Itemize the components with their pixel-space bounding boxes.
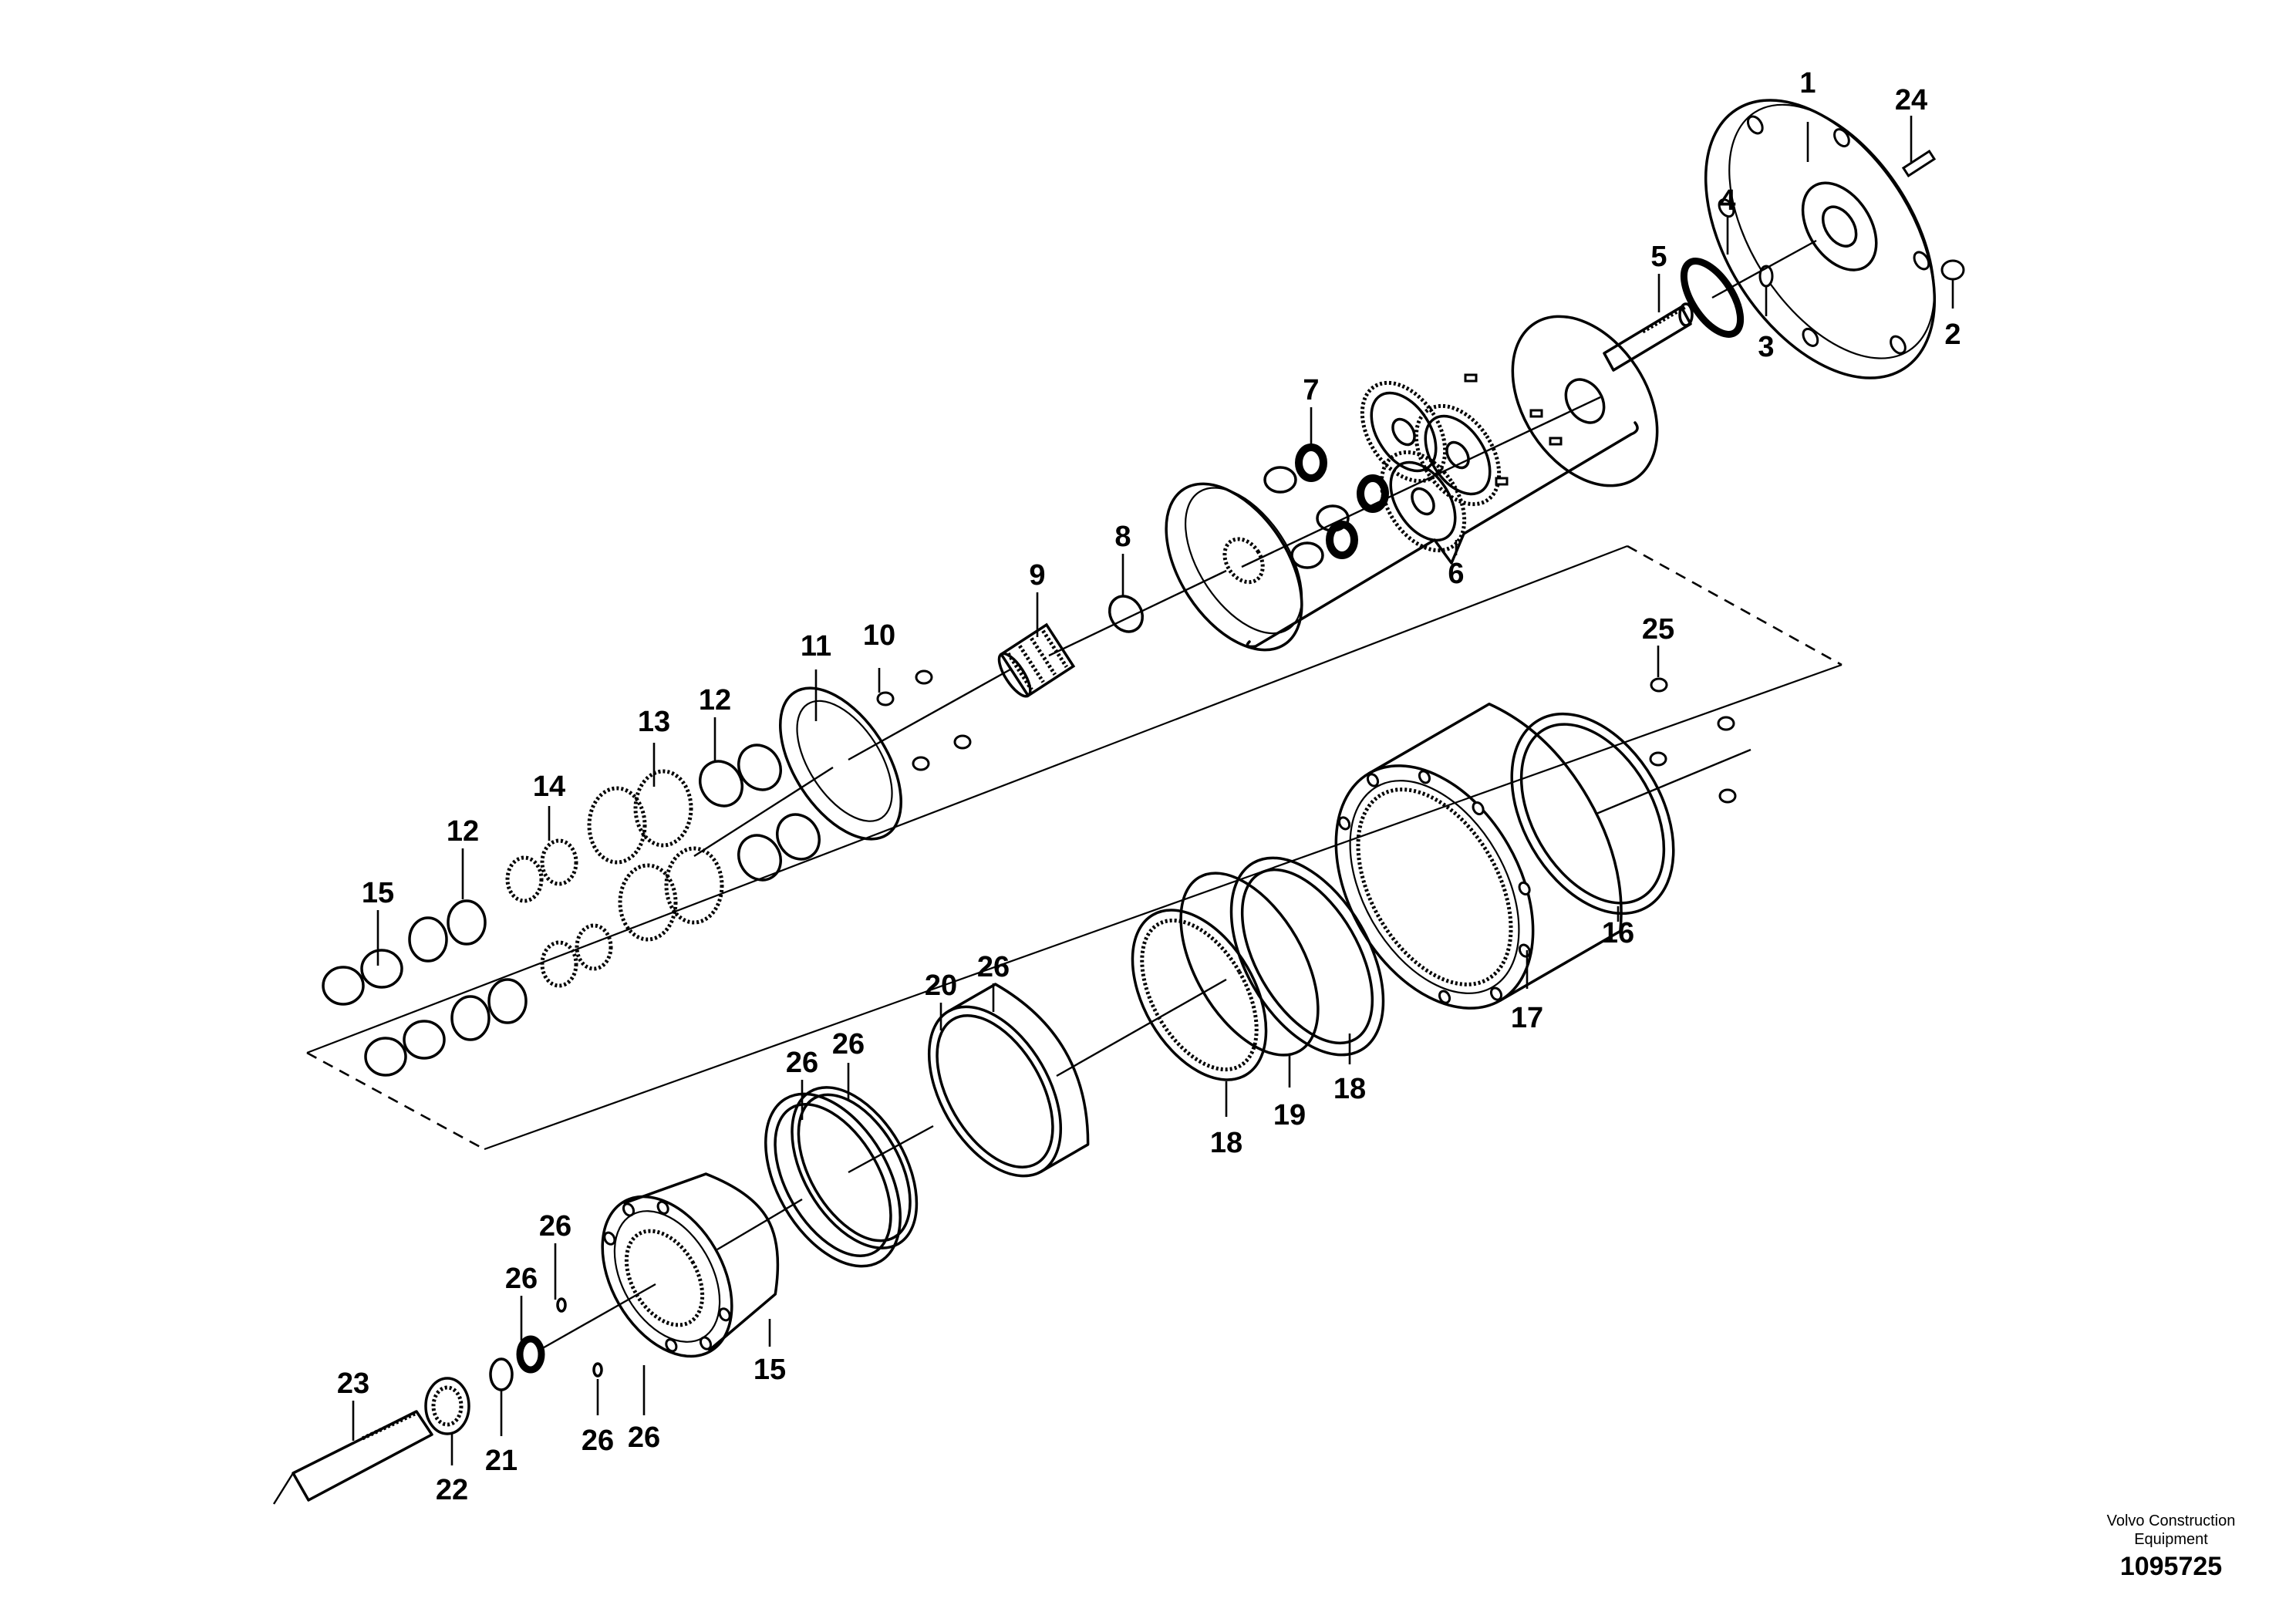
callout-12-lower: 12: [447, 815, 479, 848]
callout-11: 11: [801, 630, 831, 663]
callout-26-c: 26: [832, 1028, 865, 1061]
part-12-washers-lower: [408, 899, 528, 1041]
part-6-group-bracket: [1246, 421, 1639, 649]
callout-7: 7: [1303, 374, 1319, 406]
volvo-stamp: Volvo Construction Equipment 1095725: [2107, 1512, 2236, 1581]
callout-15-hub: 15: [754, 1354, 786, 1386]
part-14-needle-bearings: [505, 838, 613, 988]
part-6-planet-gears: [1360, 380, 1502, 553]
part-21-circlip: [489, 1357, 514, 1391]
callout-19: 19: [1273, 1099, 1306, 1131]
callout-12-upper: 12: [699, 684, 731, 717]
part-2-plug: [1940, 259, 1965, 281]
part-5-sun-shaft: [1603, 302, 1694, 372]
part-9-sun-gear: [997, 622, 1076, 698]
callout-labels: 1 24 4 5 3 2 7 8 9 6 10 11 13 12 14 12 1…: [337, 67, 1961, 1506]
callout-1: 1: [1799, 67, 1816, 99]
part-26-bushing: [516, 1335, 545, 1374]
callout-10: 10: [863, 619, 895, 652]
callout-21: 21: [485, 1445, 518, 1477]
part-24-bolt: [1901, 150, 1937, 177]
part-8-circlip: [1108, 595, 1145, 633]
callout-25: 25: [1642, 613, 1674, 646]
part-10-bolts: [876, 669, 972, 771]
callout-5: 5: [1650, 241, 1667, 273]
callout-26-b: 26: [786, 1047, 818, 1079]
part-11-thrust-plate: [779, 686, 902, 841]
callout-2: 2: [1944, 319, 1961, 351]
part-13-planet-gears: [587, 769, 724, 942]
callout-24: 24: [1895, 84, 1927, 116]
callout-26-d: 26: [539, 1210, 571, 1243]
callout-17: 17: [1511, 1002, 1543, 1034]
part-12-thrust-washers: [699, 744, 821, 882]
stamp-brand-line1: Volvo Construction: [2107, 1512, 2236, 1529]
part-23-output-shaft: [292, 1410, 433, 1502]
part-17-ring-gear-housing: [1334, 703, 1623, 1010]
stamp-drawing-number: 1095725: [2120, 1552, 2222, 1581]
callout-4: 4: [1719, 184, 1735, 217]
part-1-cover: [1704, 99, 1937, 379]
callout-6: 6: [1448, 558, 1464, 590]
part-18-bearing-inner: [1229, 856, 1385, 1057]
part-15-hub: [601, 1172, 780, 1358]
callout-18-outer: 18: [1210, 1127, 1242, 1159]
part-15-planet-pins: [322, 949, 446, 1077]
stamp-brand-line2: Equipment: [2134, 1531, 2208, 1548]
part-25-nuts: [1649, 677, 1737, 804]
callout-26-f: 26: [582, 1425, 614, 1457]
callout-14: 14: [533, 771, 565, 803]
part-16-seal-ring: [1510, 712, 1675, 916]
part-19-snap-ring: [1179, 872, 1320, 1057]
part-6-carrier-pins: [1464, 373, 1563, 486]
callout-23: 23: [337, 1367, 369, 1400]
callout-15-pins: 15: [362, 877, 394, 909]
callout-26-g: 26: [628, 1421, 660, 1454]
callout-26-a: 26: [977, 951, 1010, 983]
part-26-seal-ring-pair: [764, 1086, 919, 1268]
callout-22: 22: [436, 1474, 468, 1506]
callout-3: 3: [1758, 331, 1774, 363]
assembly-axis-lower: [272, 748, 1752, 1505]
part-20-floating-seal: [927, 983, 1090, 1178]
part-4-seal-ring: [1680, 258, 1745, 338]
callout-26-e: 26: [505, 1263, 538, 1295]
callout-9: 9: [1029, 559, 1045, 592]
leader-lines: [352, 116, 1954, 1465]
callout-20: 20: [925, 969, 957, 1002]
callout-8: 8: [1114, 521, 1131, 553]
part-6-carrier-disc: [1165, 482, 1303, 652]
callout-13: 13: [638, 706, 670, 738]
part-22-bearing: [424, 1377, 470, 1435]
assembly-axis-upper: [693, 239, 1817, 858]
part-26-o-rings: [556, 1297, 603, 1378]
callout-16: 16: [1602, 917, 1634, 949]
callout-18-inner: 18: [1333, 1073, 1366, 1105]
